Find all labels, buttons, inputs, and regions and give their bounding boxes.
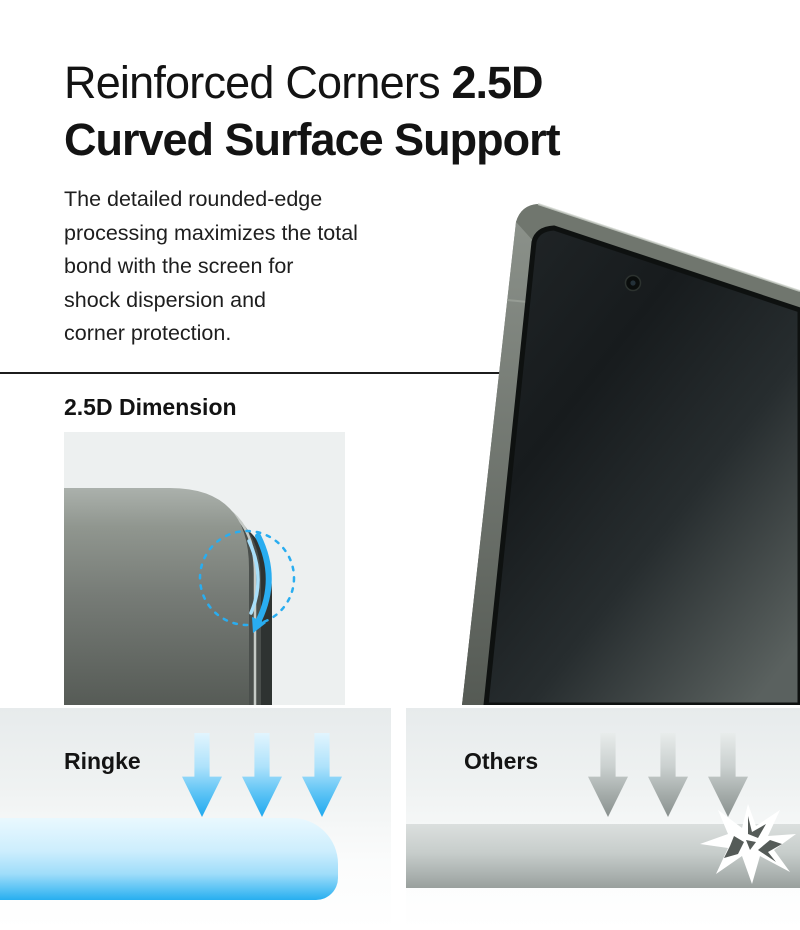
shatter-shard <box>748 816 766 838</box>
phone-corner-graphic <box>64 488 296 705</box>
title-bold-part-1: 2.5D <box>451 57 543 108</box>
front-camera-icon <box>624 274 642 292</box>
phone-left-rail <box>462 222 534 705</box>
phone-top-rail <box>516 204 800 310</box>
shatter-shard <box>746 840 756 850</box>
page-title: Reinforced Corners 2.5D Curved Surface Su… <box>64 54 561 168</box>
down-arrow-icon <box>182 733 222 817</box>
down-arrow-icon <box>648 733 688 817</box>
dashed-highlight-circle-icon <box>198 529 296 627</box>
phone-screen <box>483 225 800 705</box>
down-arrow-icon <box>588 733 628 817</box>
ringke-label: Ringke <box>64 748 141 774</box>
curve-arrow-secondary-icon <box>247 539 260 615</box>
curve-arrow-icon <box>255 533 272 623</box>
title-bold-part-2: Curved Surface Support <box>64 114 561 165</box>
top-specular-line <box>537 203 800 292</box>
curve-arrow-head-icon <box>252 617 266 633</box>
divider-line <box>0 372 520 374</box>
down-arrow-icon <box>242 733 282 817</box>
shatter-shard <box>724 836 744 858</box>
down-arrow-icon <box>302 733 342 817</box>
impact-shatter-icon <box>700 804 796 884</box>
shatter-shard <box>758 840 782 862</box>
comparison-right-panel: Others <box>406 708 800 930</box>
title-regular-part: Reinforced Corners <box>64 57 452 108</box>
description-text: The detailed rounded-edge processing max… <box>64 187 358 345</box>
comparison-left-panel: Ringke <box>0 708 391 930</box>
others-label: Others <box>464 748 539 774</box>
closeup-panel <box>64 432 345 705</box>
section-label: 2.5D Dimension <box>64 394 237 420</box>
closeup-frame-shape <box>64 488 249 705</box>
ringke-protector-cross-section <box>0 818 338 900</box>
phone-render <box>462 203 800 705</box>
antenna-line <box>506 299 529 303</box>
